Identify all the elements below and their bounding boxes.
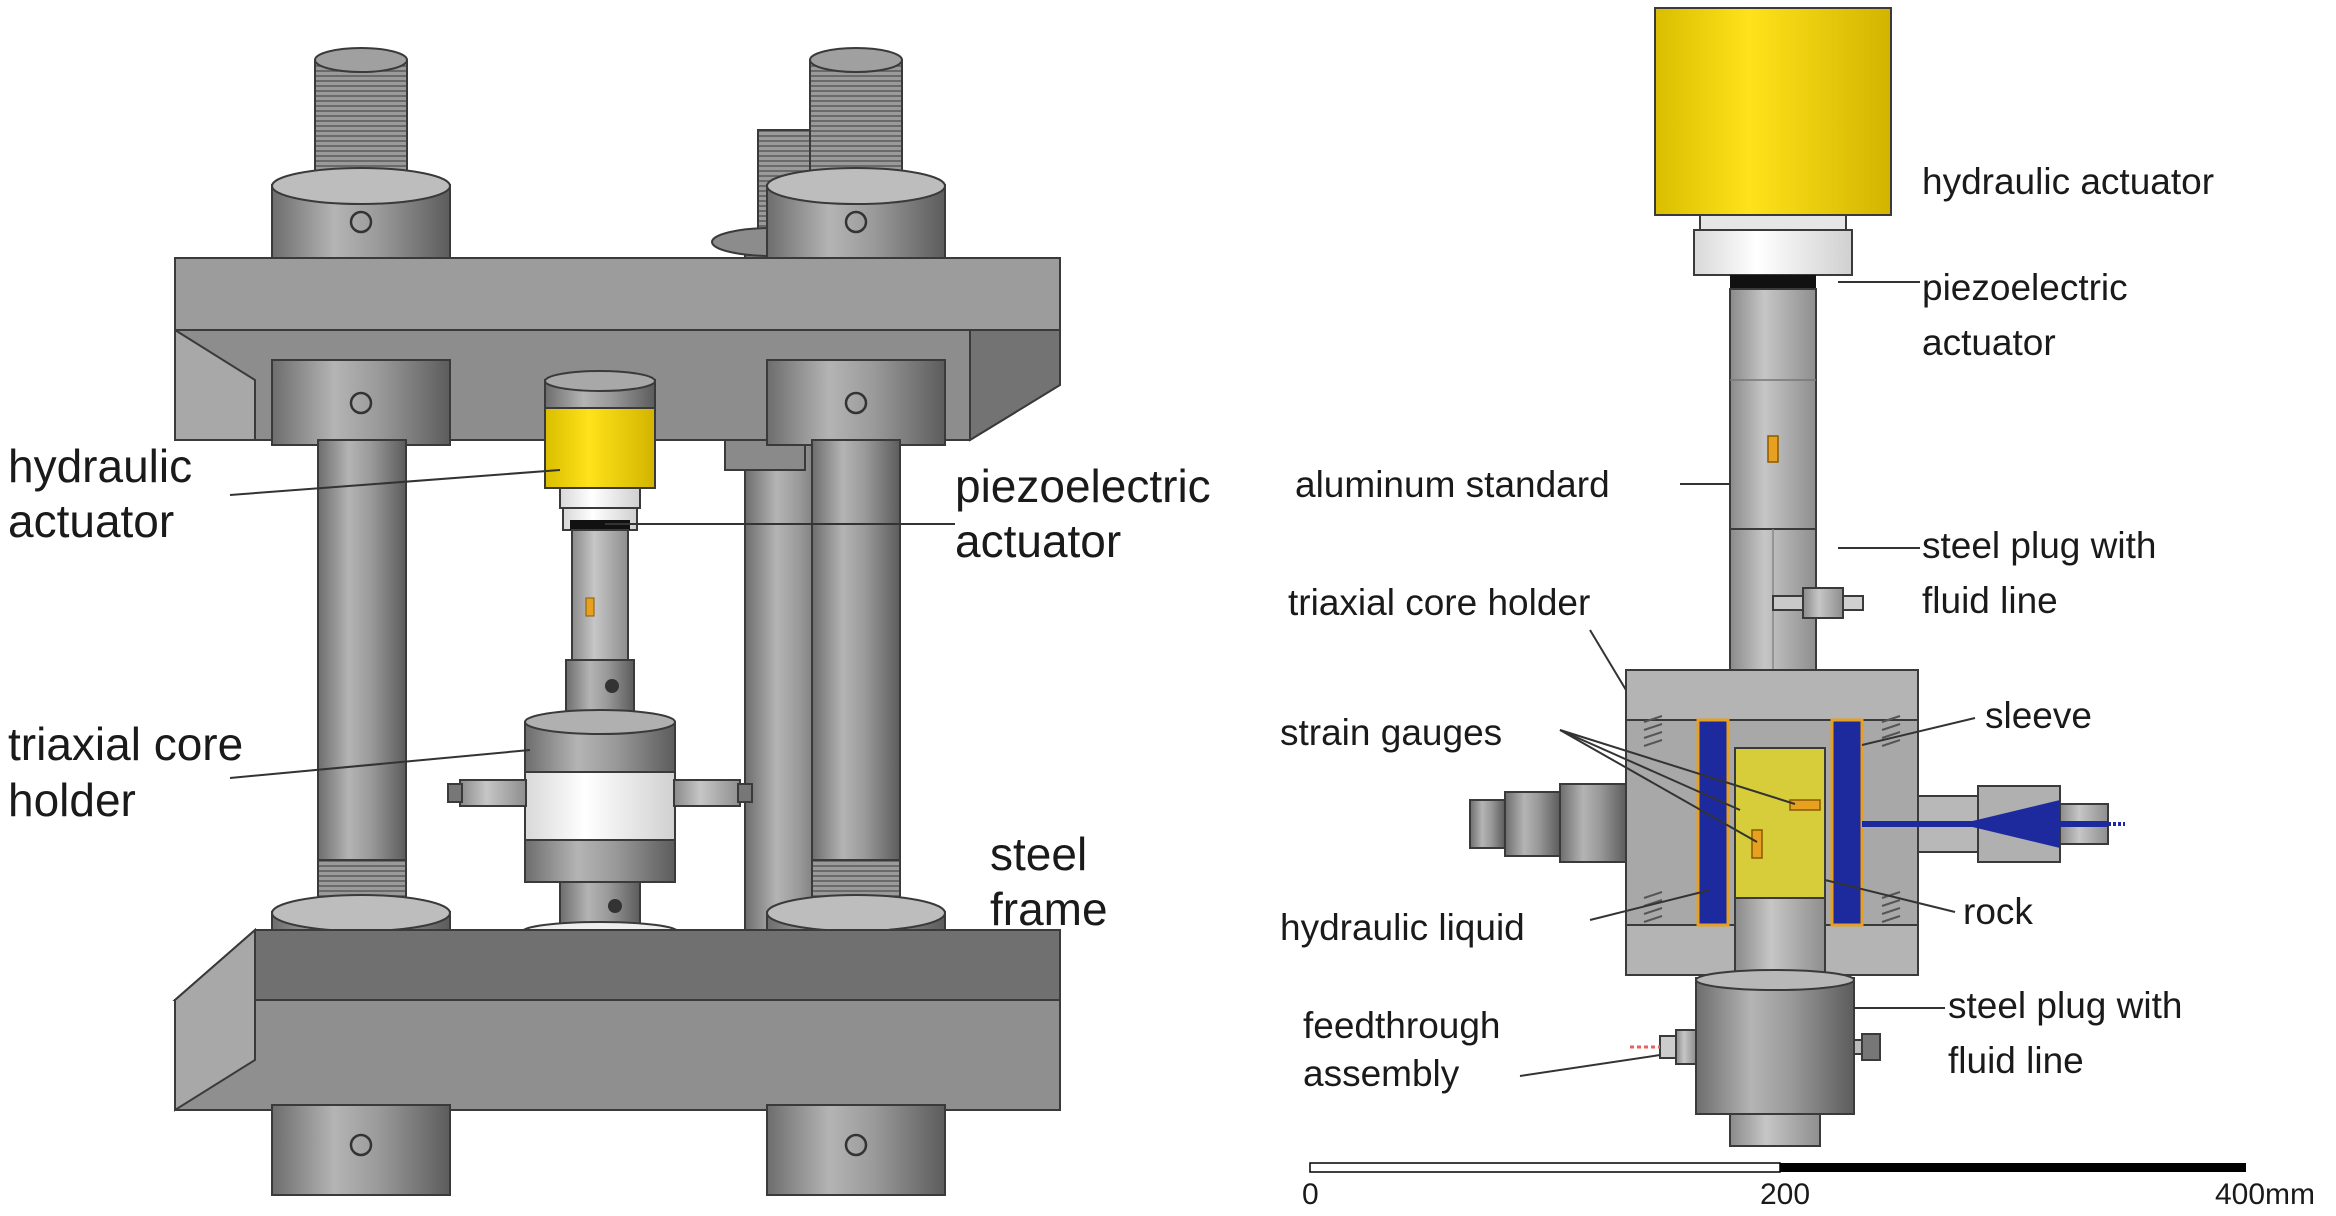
right-label-sleeve: sleeve <box>1985 695 2092 736</box>
right-label-triaxial-core-holder: triaxial core holder <box>1288 582 1590 623</box>
left-label-hydraulic-actuator: hydraulic actuator <box>8 440 205 547</box>
right-label-steel-plug-top: steel plug with fluid line <box>1922 525 2167 621</box>
section-gauge-top <box>1767 435 1779 463</box>
scale-tick-200: 200 <box>1760 1178 1810 1211</box>
right-label-hydraulic-liquid: hydraulic liquid <box>1280 907 1525 948</box>
left-frame-illustration <box>172 47 1061 1196</box>
left-label-triaxial-core-holder: triaxial core holder <box>8 718 256 826</box>
section-bottom-plug <box>1695 977 1855 1115</box>
left-label-steel-frame: steel frame <box>990 828 1108 935</box>
section-hydraulic-actuator <box>1654 7 1892 216</box>
cross-section-illustration <box>1469 7 2125 1147</box>
right-label-strain-gauges: strain gauges <box>1280 712 1502 753</box>
left-label-piezoelectric-actuator: piezoelectric actuator <box>955 460 1223 567</box>
bottom-plate <box>172 927 1061 1112</box>
right-label-steel-plug-bottom: steel plug with fluid line <box>1948 985 2193 1081</box>
section-gauge-rock-1 <box>1789 799 1821 811</box>
right-label-feedthrough-assembly: feedthrough assembly <box>1303 1005 1511 1094</box>
left-hydraulic-actuator-body <box>544 407 656 489</box>
column-left <box>317 439 407 881</box>
right-label-piezoelectric-actuator: piezoelectric actuator <box>1922 267 2138 363</box>
section-left-valve <box>1469 783 1627 863</box>
section-sleeve-right <box>1830 718 1864 927</box>
section-aluminum-standard <box>1729 288 1817 530</box>
scale-bar-white-segment <box>1309 1162 1781 1173</box>
scale-tick-0: 0 <box>1302 1178 1319 1211</box>
right-label-aluminum-standard: aluminum standard <box>1295 464 1610 505</box>
right-label-hydraulic-actuator: hydraulic actuator <box>1922 161 2214 202</box>
section-piezo-actuator <box>1693 229 1853 276</box>
section-gauge-rock-2 <box>1751 829 1763 859</box>
right-label-rock: rock <box>1963 891 2033 932</box>
scale-bar-black-segment <box>1780 1163 2246 1172</box>
column-right <box>811 439 901 881</box>
scale-tick-400: 400mm <box>2215 1178 2315 1211</box>
scale-bar: 0 200 400mm <box>1302 1162 2315 1211</box>
section-fluid-inlet <box>1862 785 2125 863</box>
section-rock <box>1734 747 1826 899</box>
left-load-stack <box>447 370 753 963</box>
